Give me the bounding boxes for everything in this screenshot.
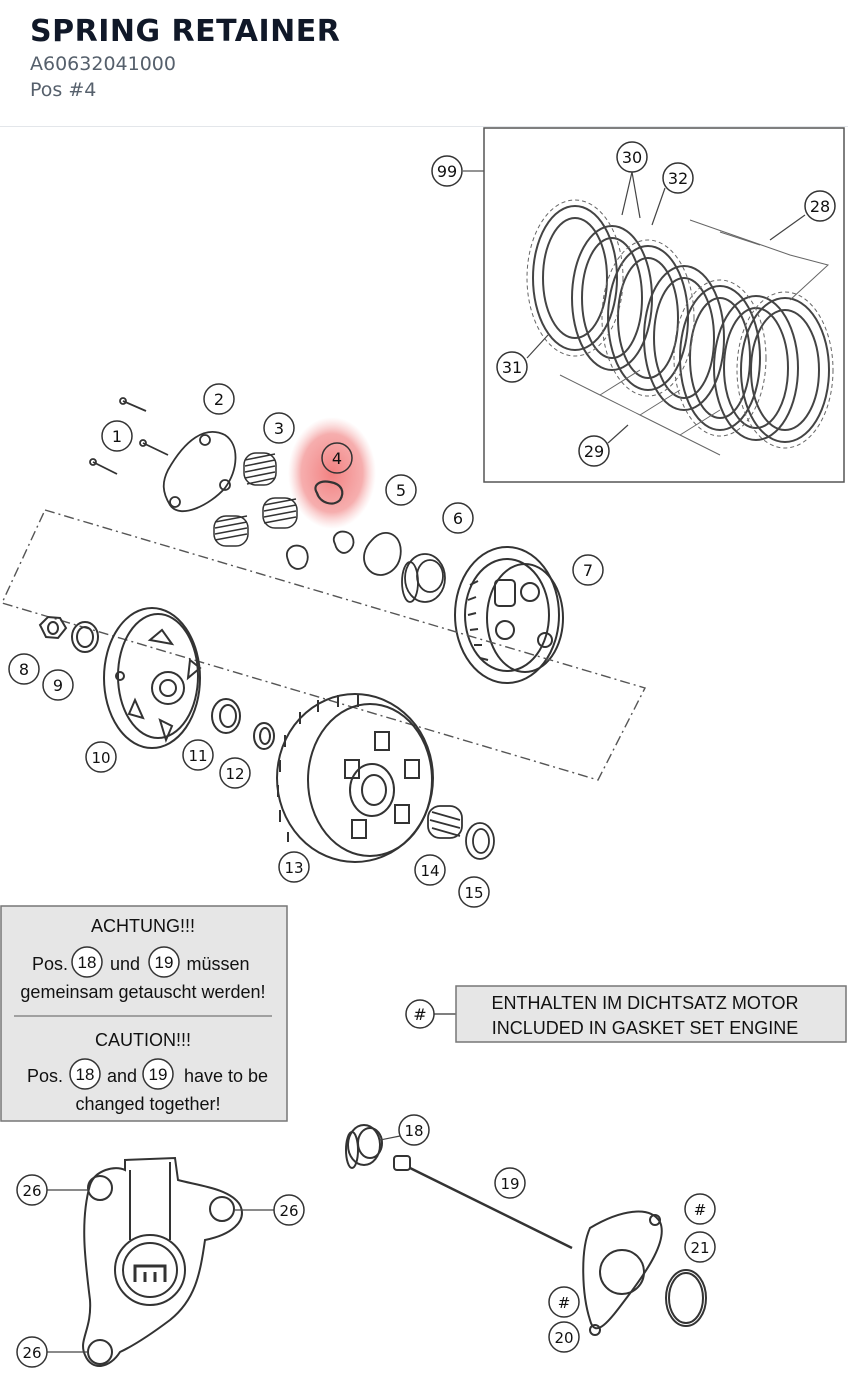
callout-15[interactable]: 15 xyxy=(458,876,490,908)
svg-text:15: 15 xyxy=(464,884,483,902)
callout-19[interactable]: 19 xyxy=(494,1167,526,1199)
outer-clutch-basket xyxy=(276,693,434,863)
warning-de-post: müssen xyxy=(186,954,249,974)
callout-26-bottom[interactable]: 26 xyxy=(16,1336,48,1368)
warning-title-de: ACHTUNG!!! xyxy=(91,916,195,936)
callout-26-right[interactable]: 26 xyxy=(273,1194,305,1226)
callout-7[interactable]: 7 xyxy=(572,554,604,586)
callout-13[interactable]: 13 xyxy=(278,851,310,883)
callout-28[interactable]: 28 xyxy=(804,190,836,222)
callout-20[interactable]: 20 xyxy=(548,1321,580,1353)
small-parts xyxy=(89,397,446,603)
svg-text:14: 14 xyxy=(420,862,439,880)
legend-line-en: INCLUDED IN GASKET SET ENGINE xyxy=(492,1018,798,1038)
callout-11[interactable]: 11 xyxy=(182,739,214,771)
nut-and-washer xyxy=(38,615,99,653)
svg-text:#: # xyxy=(694,1201,707,1219)
warning-de-mid: und xyxy=(110,954,140,974)
warning-en-ref-18: 18 xyxy=(76,1065,95,1084)
callout-1[interactable]: 1 xyxy=(101,420,133,452)
warning-en-ref-19: 19 xyxy=(149,1065,168,1084)
svg-text:21: 21 xyxy=(690,1239,709,1257)
leader-lines xyxy=(47,1135,401,1353)
callout-18[interactable]: 18 xyxy=(398,1114,430,1146)
svg-text:#: # xyxy=(558,1294,571,1312)
warning-en-post: have to be xyxy=(184,1066,268,1086)
callout-30[interactable]: 30 xyxy=(616,141,648,173)
svg-text:28: 28 xyxy=(810,197,830,216)
svg-text:6: 6 xyxy=(453,509,463,528)
svg-text:3: 3 xyxy=(274,419,284,438)
gasket-set-legend: # ENTHALTEN IM DICHTSATZ MOTOR INCLUDED … xyxy=(405,985,847,1043)
callout-26-top[interactable]: 26 xyxy=(16,1174,48,1206)
svg-text:11: 11 xyxy=(188,747,207,765)
callout-10[interactable]: 10 xyxy=(85,741,117,773)
warning-de-ref-18: 18 xyxy=(78,953,97,972)
svg-text:5: 5 xyxy=(396,481,406,500)
warning-title-en: CAUTION!!! xyxy=(95,1030,191,1050)
svg-text:2: 2 xyxy=(214,390,224,409)
warning-de-line2: gemeinsam getauscht werden! xyxy=(20,982,265,1002)
legend-symbol: # xyxy=(413,1005,426,1024)
assembly-outline xyxy=(1,509,647,781)
svg-text:99: 99 xyxy=(437,162,457,181)
callout-2[interactable]: 2 xyxy=(203,383,235,415)
callout-31[interactable]: 31 xyxy=(496,351,528,383)
warning-de-pre: Pos. xyxy=(32,954,68,974)
callout-5[interactable]: 5 xyxy=(385,474,417,506)
thrust-washers xyxy=(211,698,275,750)
callout-29[interactable]: 29 xyxy=(578,435,610,467)
part-title: SPRING RETAINER xyxy=(30,14,341,49)
svg-text:26: 26 xyxy=(279,1202,298,1220)
warning-en-pre: Pos. xyxy=(27,1066,63,1086)
callout-21[interactable]: 21 xyxy=(684,1231,716,1263)
warning-de-ref-19: 19 xyxy=(155,953,174,972)
svg-text:10: 10 xyxy=(91,749,110,767)
release-mechanism xyxy=(345,1124,707,1336)
svg-text:32: 32 xyxy=(668,169,688,188)
callout-3[interactable]: 3 xyxy=(263,412,295,444)
svg-text:7: 7 xyxy=(583,561,593,580)
part-header: SPRING RETAINER A60632041000 Pos #4 xyxy=(0,0,848,127)
clutch-plate-pack-box xyxy=(463,127,845,483)
callout-gasket-symbol-21[interactable]: # xyxy=(684,1193,716,1225)
part-number: A60632041000 xyxy=(30,53,176,75)
svg-text:8: 8 xyxy=(19,660,29,679)
warning-en-line2: changed together! xyxy=(75,1094,220,1114)
exploded-parts-diagram: ACHTUNG!!! Pos. 18 und 19 müssen gemeins… xyxy=(0,127,848,1390)
svg-text:18: 18 xyxy=(404,1122,423,1140)
svg-text:26: 26 xyxy=(22,1182,41,1200)
selected-part-highlight xyxy=(288,417,376,529)
callout-12[interactable]: 12 xyxy=(219,757,251,789)
callout-14[interactable]: 14 xyxy=(414,854,446,886)
svg-text:1: 1 xyxy=(112,427,122,446)
callout-4-selected[interactable]: 4 xyxy=(321,442,353,474)
callout-bubbles: 99 30 32 28 31 29 1 2 3 4 5 6 7 8 9 10 1… xyxy=(8,141,836,1368)
legend-line-de: ENTHALTEN IM DICHTSATZ MOTOR xyxy=(491,993,798,1013)
svg-text:26: 26 xyxy=(22,1344,41,1362)
svg-text:20: 20 xyxy=(554,1329,573,1347)
warning-en-mid: and xyxy=(107,1066,137,1086)
svg-text:29: 29 xyxy=(584,442,604,461)
callout-8[interactable]: 8 xyxy=(8,653,40,685)
svg-text:30: 30 xyxy=(622,148,642,167)
position-number: Pos #4 xyxy=(30,79,97,101)
spring-and-washer xyxy=(427,805,495,860)
warning-notice: ACHTUNG!!! Pos. 18 und 19 müssen gemeins… xyxy=(0,905,288,1122)
svg-text:9: 9 xyxy=(53,676,63,695)
svg-text:4: 4 xyxy=(332,449,342,468)
callout-32[interactable]: 32 xyxy=(662,162,694,194)
callout-6[interactable]: 6 xyxy=(442,502,474,534)
callout-gasket-symbol-20[interactable]: # xyxy=(548,1286,580,1318)
callout-99[interactable]: 99 xyxy=(431,155,463,187)
svg-text:19: 19 xyxy=(500,1175,519,1193)
pressure-plate xyxy=(103,607,202,749)
callout-9[interactable]: 9 xyxy=(42,669,74,701)
svg-text:13: 13 xyxy=(284,859,303,877)
inner-clutch-hub xyxy=(454,546,564,684)
clutch-cover xyxy=(82,1156,243,1367)
svg-text:12: 12 xyxy=(225,765,244,783)
svg-text:31: 31 xyxy=(502,358,522,377)
